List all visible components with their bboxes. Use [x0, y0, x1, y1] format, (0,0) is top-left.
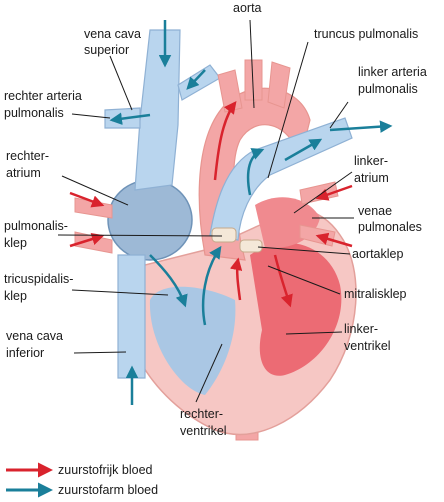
label-rechter-ventrikel: rechter- ventrikel [180, 407, 227, 438]
flow-arrow-pv-left-2 [69, 233, 105, 248]
flow-arrow-lv-aorta [229, 257, 243, 301]
flow-arrow-branch-in [186, 69, 206, 90]
leader-vena-cava-superior [109, 55, 133, 111]
aorta-branch-mid [244, 59, 263, 101]
leader-rechter-atrium [61, 175, 129, 206]
label-truncus-pulmonalis: truncus pulmonalis [314, 27, 418, 41]
flow-arrow-lpa-out [329, 120, 393, 133]
flow-arrow-ra-rv [149, 254, 188, 308]
legend: zuurstofrijk bloed zuurstofarm bloed [6, 462, 158, 498]
label-linker-arteria-pulmonalis: linker arteria pulmonalis [358, 65, 430, 96]
left-ventricle-chamber [250, 242, 342, 376]
flow-arrow-rv-pa [201, 245, 222, 326]
vena-cava-superior-vessel [134, 29, 181, 191]
label-linker-ventrikel: linker- ventrikel [344, 322, 391, 353]
labels: vena cava superior aorta truncus pulmona… [4, 1, 430, 438]
leader-linker-atrium [293, 171, 353, 214]
right-atrium-chamber [107, 179, 193, 261]
vena-cava-inferior-vessel [117, 254, 146, 379]
leader-tricuspidalisklep [71, 289, 169, 296]
aortic-valve [239, 239, 263, 253]
legend-label-oxygen-poor: zuurstofarm bloed [58, 483, 158, 497]
leader-pulmonalisklep [57, 234, 223, 237]
label-venae-pulmonales: venae pulmonales [358, 204, 422, 234]
flow-arrow-trunk-right [284, 138, 323, 162]
label-aorta: aorta [233, 1, 262, 15]
leader-rechter-arteria [71, 113, 111, 119]
label-pulmonalisklep: pulmonalis- klep [4, 219, 71, 250]
leader-rechter-ventrikel [195, 343, 223, 403]
right-pulmonary-veins [74, 197, 113, 254]
flow-arrow-pv-right-1 [315, 184, 353, 201]
leader-truncus [267, 41, 309, 179]
label-vena-cava-superior: vena cava superior [84, 27, 144, 57]
flow-arrows [69, 20, 393, 405]
leader-aorta [249, 19, 255, 109]
right-ventricle-chamber [149, 286, 236, 395]
label-rechter-atrium: rechter- atrium [6, 149, 53, 180]
leader-linker-arteria [329, 101, 349, 129]
leader-mitralisklep [267, 265, 341, 295]
aorta-branch-left [217, 69, 243, 113]
label-aortaklep: aortaklep [352, 247, 403, 261]
leader-vena-cava-inferior [73, 351, 127, 354]
aorta-branch-right [267, 61, 291, 109]
pulmonary-valve [211, 227, 237, 243]
label-rechter-arteria-pulmonalis: rechter arteria pulmonalis [4, 89, 85, 120]
label-mitralisklep: mitralisklep [344, 287, 407, 301]
legend-label-oxygen-rich: zuurstofrijk bloed [58, 463, 153, 477]
leader-lines [57, 19, 354, 403]
label-tricuspidalisklep: tricuspidalis- klep [4, 272, 77, 303]
flow-arrow-pv-left-1 [69, 191, 105, 208]
leader-aortaklep [257, 246, 351, 255]
label-linker-atrium: linker- atrium [354, 154, 392, 185]
vena-cava-branch [177, 64, 221, 101]
flow-arrow-rpa-out [109, 112, 151, 125]
label-vena-cava-inferior: vena cava inferior [6, 329, 66, 360]
flow-arrow-aorta-up [213, 101, 237, 181]
leader-linker-ventrikel [285, 331, 343, 335]
flow-arrow-pv-right-2 [315, 232, 353, 248]
flow-arrow-la-lv [273, 254, 293, 308]
flow-arrow-trunk-up [246, 148, 265, 196]
